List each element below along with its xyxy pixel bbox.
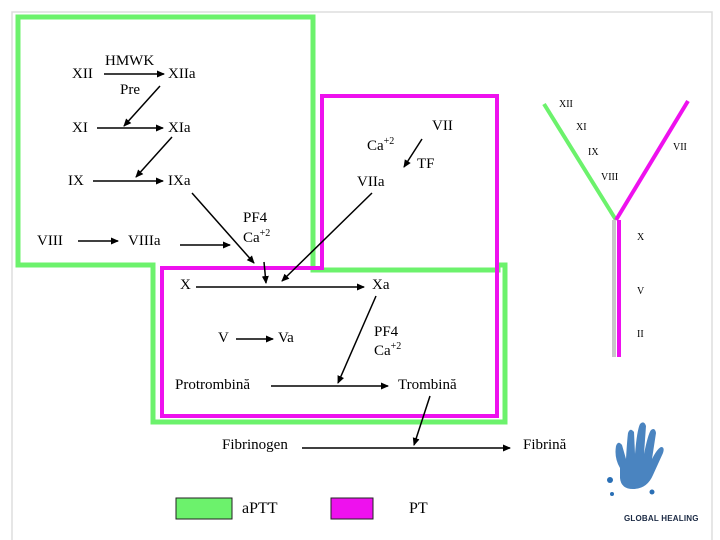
pt-region [160, 94, 499, 418]
label-vii: VII [432, 118, 453, 134]
y-label-xii: XII [559, 99, 573, 110]
y-label-v: V [637, 286, 645, 297]
y-label-ix: IX [588, 147, 599, 158]
arrow-ixa-x [191, 192, 255, 264]
label-va: Va [278, 330, 294, 346]
label-hmwk: HMWK [105, 53, 155, 69]
legend-pt-label: PT [409, 500, 428, 517]
y-label-ii: II [637, 329, 644, 340]
label-v: V [218, 330, 229, 346]
label-trombina: Trombină [398, 377, 457, 393]
y-label-vii: VII [673, 142, 687, 153]
label-pf4-intrinsic: PF4 [243, 210, 268, 226]
label-xi: XI [72, 120, 88, 136]
y-right-branch [614, 99, 690, 222]
y-left-branch [542, 102, 618, 222]
arrow-trombina-fibrin [412, 395, 431, 446]
label-tf: TF [417, 156, 435, 172]
label-xii: XII [72, 66, 93, 82]
arrow-xia-ixa [135, 136, 173, 178]
label-ca-intrinsic: Ca+2 [243, 228, 271, 246]
y-label-xi: XI [576, 122, 587, 133]
legend-aptt-swatch [175, 497, 233, 520]
arrow-viia-x [281, 192, 373, 282]
aptt-region [15, 14, 508, 425]
label-pf4-common: PF4 [374, 324, 399, 340]
legend-pt-swatch [330, 497, 374, 520]
y-label-viii: VIII [601, 172, 619, 183]
label-ix: IX [68, 173, 84, 189]
y-label-x: X [637, 232, 645, 243]
label-xa: Xa [372, 277, 390, 293]
arrow-pf4-x [261, 261, 269, 284]
label-xiia: XIIa [168, 66, 196, 82]
label-fibrina: Fibrină [523, 437, 567, 453]
label-ixa: IXa [168, 173, 191, 189]
label-fibrinogen: Fibrinogen [222, 437, 288, 453]
label-xia: XIa [168, 120, 191, 136]
hand-print-icon [607, 422, 664, 496]
label-x: X [180, 277, 191, 293]
label-protrombina: Protrombină [175, 377, 250, 393]
label-viii: VIII [37, 233, 63, 249]
label-ca-common: Ca+2 [374, 341, 402, 359]
label-ca-extrinsic: Ca+2 [367, 136, 395, 154]
arrow-xiia-xia [123, 85, 161, 127]
arrow-xa-trombina [337, 295, 377, 384]
label-viiia: VIIIa [128, 233, 161, 249]
label-pre: Pre [120, 82, 140, 98]
arrow-vii-viia [403, 138, 423, 168]
label-viia: VIIa [357, 174, 385, 190]
legend-aptt-label: aPTT [242, 500, 278, 517]
logo-text: GLOBAL HEALING [624, 514, 699, 523]
page-frame [11, 11, 713, 540]
